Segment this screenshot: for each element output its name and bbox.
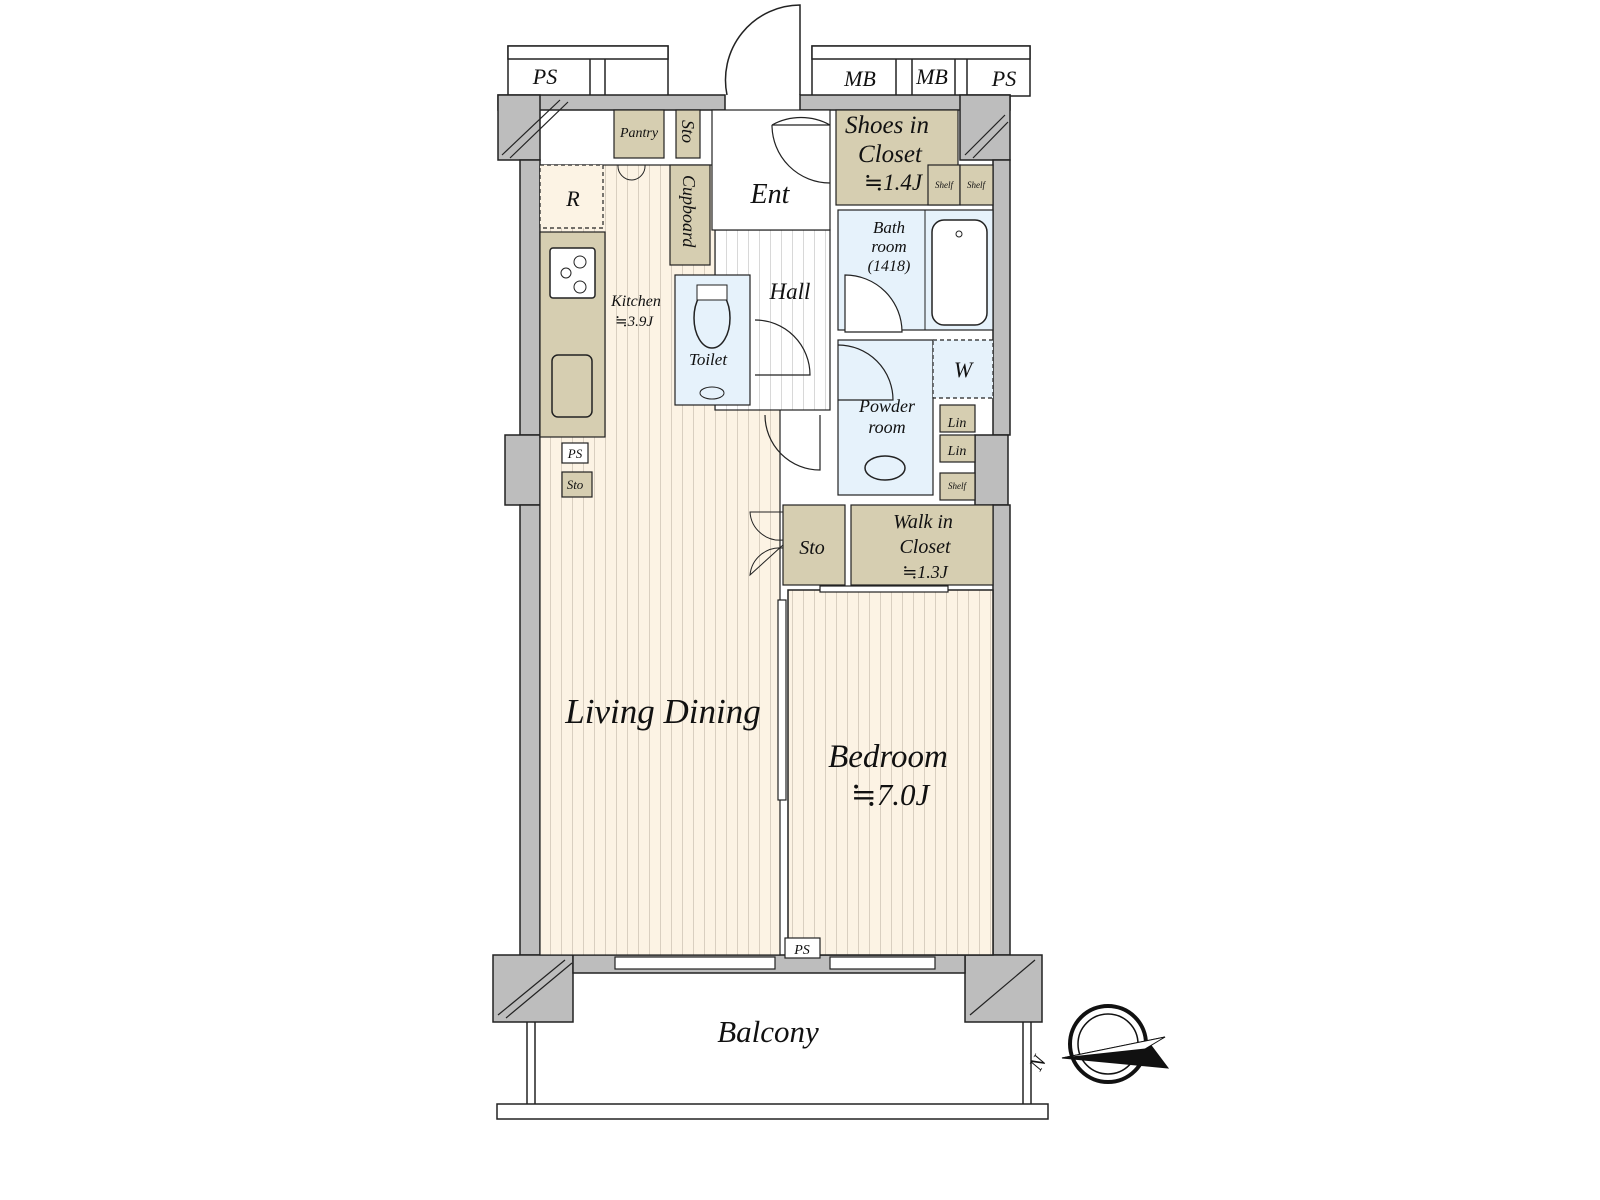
windows — [614, 585, 949, 970]
ps-top-right-label: PS — [991, 66, 1016, 91]
toilet-door[interactable] — [754, 319, 811, 376]
bedroom-floor — [787, 589, 994, 956]
lin-1-label: Lin — [947, 416, 967, 431]
kitchen-area: ≒3.9J — [615, 314, 654, 330]
powder-label-1: Powder — [858, 396, 916, 416]
ps-bottom-label: PS — [793, 943, 810, 958]
washer-space — [932, 339, 994, 399]
shoes-closet-label-2: Closet — [858, 141, 923, 168]
linen-1[interactable] — [939, 404, 976, 433]
entrance-door[interactable] — [724, 4, 801, 96]
refrigerator-space — [539, 164, 604, 229]
ps-top-left-label: PS — [532, 64, 557, 89]
bedroom-label: Bedroom — [828, 739, 948, 775]
cupboard-label: Cupboard — [679, 175, 699, 248]
storage-top[interactable] — [675, 109, 701, 159]
pantry-label: Pantry — [619, 126, 659, 141]
shelf-3 — [939, 472, 976, 501]
wic-label-2: Closet — [899, 536, 951, 558]
balcony — [496, 1022, 1049, 1120]
toilet-basin-icon — [699, 386, 725, 400]
ps-kitchen — [561, 442, 589, 464]
hall-label: Hall — [769, 279, 811, 304]
wall-hatch — [497, 99, 1036, 1019]
lin-2-label: Lin — [947, 444, 967, 459]
powder-door[interactable] — [837, 344, 894, 401]
living-dining-label: Living Dining — [564, 692, 760, 731]
shelf-1-label: Shelf — [935, 180, 954, 190]
shelf-1 — [927, 164, 961, 206]
wic-label-1: Walk in — [893, 511, 953, 533]
bathtub-icon — [931, 219, 988, 326]
shelf-2-label: Shelf — [967, 180, 986, 190]
sink-icon — [551, 354, 593, 418]
balcony-label: Balcony — [717, 1014, 819, 1049]
pantry[interactable] — [613, 109, 665, 159]
powder-room[interactable] — [837, 339, 934, 496]
refrigerator-label: R — [565, 186, 580, 211]
wic-area: ≒1.3J — [902, 562, 949, 582]
sto-mid-label: Sto — [799, 537, 825, 559]
storage-kitchen[interactable] — [561, 471, 593, 498]
shelf-2 — [959, 164, 994, 206]
washer-label: W — [954, 357, 974, 382]
sto-top-label: Sto — [678, 120, 698, 143]
ps-kitchen-label: PS — [567, 446, 583, 461]
mb-label-1: MB — [843, 66, 876, 91]
washbasin-icon — [864, 455, 906, 481]
stove-icon — [549, 247, 596, 299]
ps-bottom — [784, 937, 821, 959]
compass-north-label: N — [1025, 1051, 1052, 1076]
shoes-closet-area: ≒1.4J — [864, 170, 924, 195]
entry-inner-door[interactable] — [771, 124, 831, 184]
storage-mid-door[interactable] — [749, 511, 784, 577]
walk-in-closet[interactable] — [850, 504, 994, 586]
linen-2[interactable] — [939, 434, 976, 463]
entrance-area — [711, 109, 831, 231]
bath-size: (1418) — [868, 258, 911, 275]
sto-kitchen-label: Sto — [567, 477, 584, 492]
mb-label-2: MB — [915, 64, 948, 89]
bedroom-area: ≒7.0J — [851, 777, 931, 812]
kitchen-label: Kitchen — [610, 293, 661, 310]
powder-label-2: room — [868, 417, 905, 437]
ent-label: Ent — [750, 179, 791, 210]
storage-mid[interactable] — [782, 504, 846, 586]
shelf-3-label: Shelf — [948, 481, 967, 491]
bath-label-1: Bath — [873, 218, 905, 237]
compass-icon — [1061, 1004, 1170, 1084]
shoes-closet-label-1: Shoes in — [845, 112, 929, 139]
toilet-label: Toilet — [689, 350, 728, 369]
living-door[interactable] — [764, 414, 821, 471]
cupboard[interactable] — [669, 164, 711, 266]
pantry-door[interactable] — [617, 164, 646, 181]
bath-door[interactable] — [844, 274, 903, 333]
top-ps-box — [507, 45, 1031, 97]
bath-label-2: room — [871, 237, 906, 256]
